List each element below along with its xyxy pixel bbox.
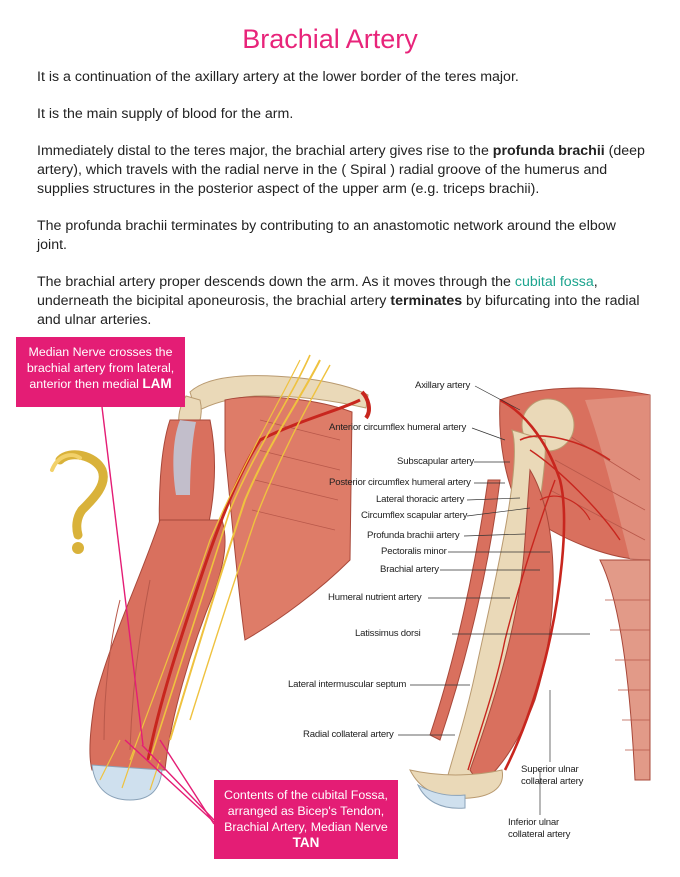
label-inferior-ulnar-1: Inferior ulnar <box>508 817 560 828</box>
label-inferior-ulnar-2: collateral artery <box>508 829 571 840</box>
callout-cubital-fossa: Contents of the cubital Fossa, arranged … <box>214 780 398 859</box>
callout-median-nerve: Median Nerve crosses the brachial artery… <box>16 337 185 407</box>
p3-pre: Immediately distal to the teres major, t… <box>37 143 493 159</box>
paragraph-5: The brachial artery proper descends down… <box>37 273 647 330</box>
label-anterior-circumflex: Anterior circumflex humeral artery <box>329 422 467 433</box>
page-title: Brachial Artery <box>242 24 418 54</box>
label-profunda-brachii: Profunda brachii artery <box>367 530 460 541</box>
label-latissimus-dorsi: Latissimus dorsi <box>355 628 421 639</box>
right-arm-figure <box>409 387 651 809</box>
left-arm-figure <box>89 354 371 801</box>
question-mark-logo-icon <box>50 450 108 554</box>
label-brachial-artery: Brachial artery <box>380 564 439 575</box>
p5-pre: The brachial artery proper descends down… <box>37 274 515 290</box>
label-pectoralis-minor: Pectoralis minor <box>381 546 447 557</box>
label-humeral-nutrient: Humeral nutrient artery <box>328 592 422 603</box>
cubital-fossa-term: cubital fossa <box>514 274 594 290</box>
label-radial-collateral: Radial collateral artery <box>303 729 394 740</box>
callout-top-text: Median Nerve crosses the brachial artery… <box>26 345 175 391</box>
paragraph-4: The profunda brachii terminates by contr… <box>37 218 616 253</box>
label-lateral-thoracic: Lateral thoracic artery <box>376 494 465 505</box>
paragraph-1: It is a continuation of the axillary art… <box>37 69 519 85</box>
paragraph-3: Immediately distal to the teres major, t… <box>37 142 647 199</box>
p3-post: (deep artery), which travels with the ra… <box>37 143 645 197</box>
label-subscapular-artery: Subscapular artery <box>397 456 474 467</box>
p3-bold: profunda brachii <box>492 143 605 159</box>
label-superior-ulnar-1: Superior ulnar <box>521 764 579 775</box>
callout-pointer-lines <box>101 406 215 825</box>
p5-bold: terminates <box>390 293 463 309</box>
label-leader-lines <box>398 385 590 815</box>
label-superior-ulnar-2: collateral artery <box>521 776 584 787</box>
callout-top-bold: LAM <box>142 376 172 391</box>
body-text: It is a continuation of the axillary art… <box>37 68 647 348</box>
callout-bottom-text: Contents of the cubital Fossa, arranged … <box>224 788 388 834</box>
p5-post: by bifurcating into the radial and ulnar… <box>37 293 640 328</box>
label-posterior-circumflex: Posterior circumflex humeral artery <box>329 477 471 488</box>
paragraph-2: It is the main supply of blood for the a… <box>37 106 294 122</box>
label-circumflex-scapular: Circumflex scapular artery <box>361 510 468 521</box>
callout-bottom-bold: TAN <box>292 835 320 850</box>
label-lateral-intermuscular-septum: Lateral intermuscular septum <box>288 679 407 690</box>
p5-mid: , underneath the bicipital aponeurosis, … <box>37 274 598 309</box>
label-axillary-artery: Axillary artery <box>415 380 471 391</box>
